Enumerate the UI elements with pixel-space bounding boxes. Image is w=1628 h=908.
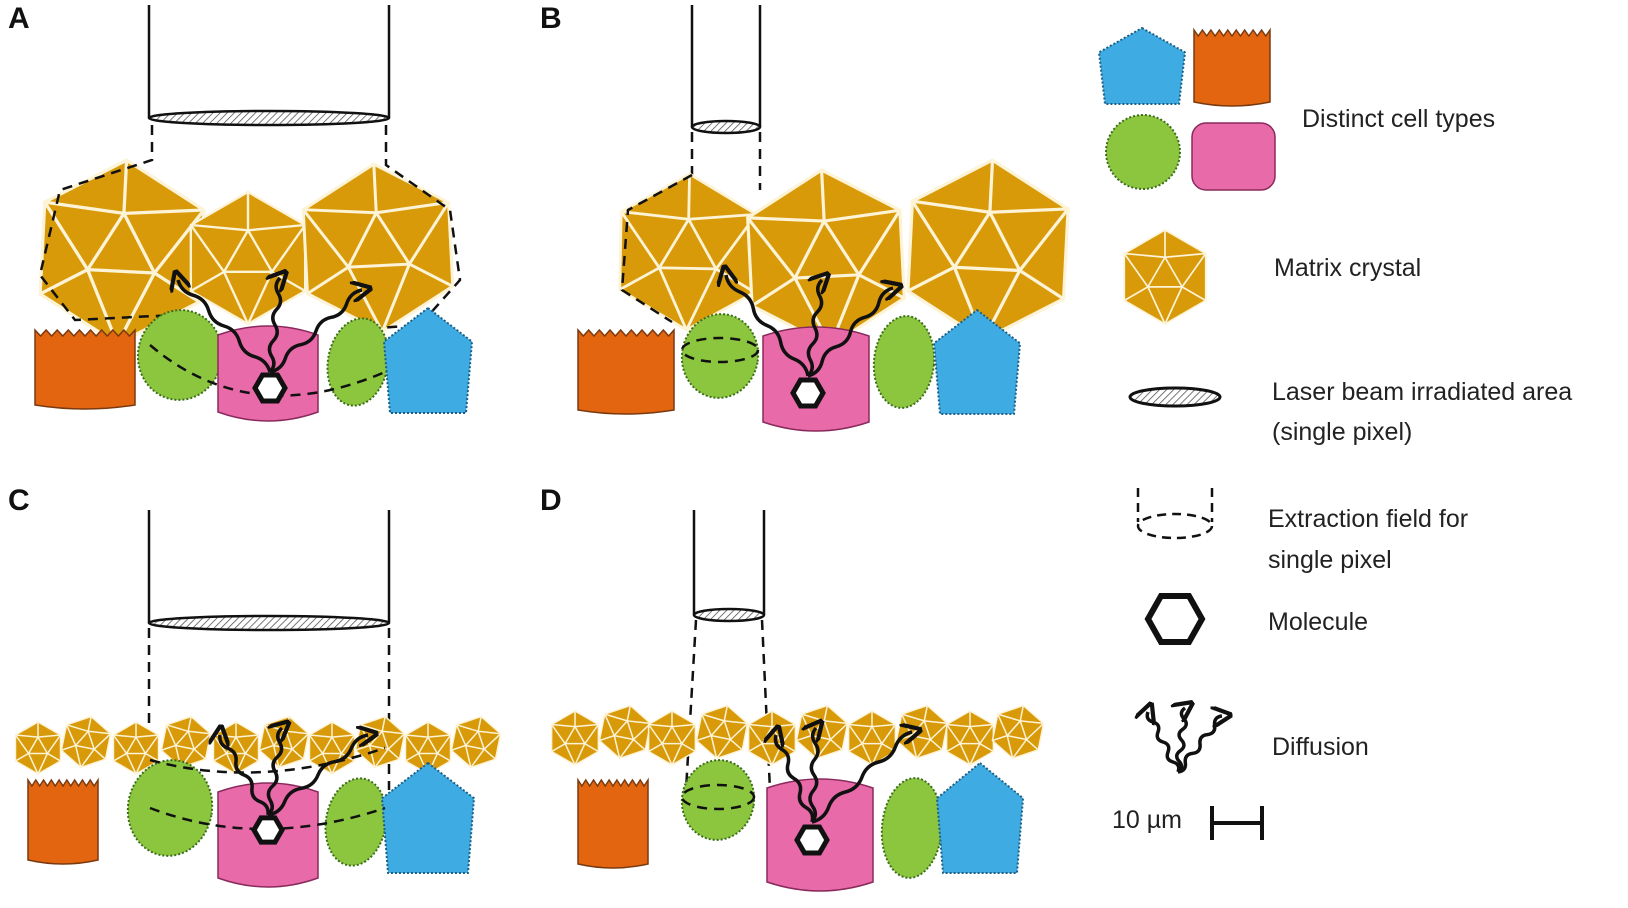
orange-cell	[577, 328, 675, 415]
blue-cell	[933, 309, 1021, 415]
matrix-crystal-icon	[308, 721, 356, 775]
molecule-icon	[1144, 593, 1206, 645]
diffusion-icon	[726, 275, 893, 378]
laser-probe	[147, 5, 391, 127]
scale-bar-icon	[1210, 806, 1264, 840]
diffusion-icon	[178, 278, 362, 374]
orange-cell	[1193, 27, 1271, 107]
molecule-icon	[252, 372, 288, 404]
legend-molecule-label: Molecule	[1268, 608, 1368, 636]
laser-area-icon	[1128, 386, 1222, 408]
matrix-crystal-icon	[746, 168, 906, 348]
matrix-crystal-icon	[1123, 229, 1207, 325]
legend-scale-label: 10 µm	[1112, 806, 1182, 834]
matrix-crystal-icon	[112, 721, 160, 775]
panel-letter-d: D	[540, 484, 562, 517]
matrix-crystal-icon	[550, 710, 600, 766]
molecule-icon	[251, 815, 285, 845]
matrix-crystal-icon	[695, 704, 749, 760]
blue-cell	[936, 762, 1024, 874]
matrix-crystal-icon	[189, 190, 307, 326]
matrix-crystal-icon	[60, 715, 112, 769]
blue-cell	[383, 307, 473, 414]
matrix-crystal-icon	[906, 158, 1070, 342]
green-cell	[680, 313, 760, 399]
laser-probe	[692, 510, 766, 623]
diffusion-icon	[1147, 708, 1222, 774]
matrix-crystal-icon	[450, 715, 502, 769]
green-cell	[324, 777, 388, 867]
panel-a	[34, 5, 473, 422]
pink-cell	[1191, 122, 1276, 191]
matrix-crystal-icon	[598, 704, 652, 760]
diffusion-icon	[220, 728, 368, 817]
diffusion-icon	[775, 728, 912, 824]
legend-laser-label-line1: Laser beam irradiated area	[1272, 378, 1572, 406]
green-cell	[126, 759, 214, 857]
matrix-crystal-icon	[895, 704, 949, 760]
panel-letter-b: B	[540, 2, 562, 35]
laser-probe	[147, 510, 391, 632]
legend-cell-types-icon	[1098, 27, 1276, 191]
blue-cell	[1098, 27, 1186, 105]
orange-cell	[577, 777, 649, 869]
blue-cell	[381, 762, 475, 874]
diffusion-icon	[1147, 708, 1222, 774]
laser-probe	[690, 5, 762, 135]
matrix-crystal-icon	[945, 710, 995, 766]
matrix-crystal-icon	[258, 715, 310, 769]
legend-cell-types-label: Distinct cell types	[1302, 105, 1495, 133]
green-cell	[1105, 114, 1181, 190]
matrix-crystal-icon	[795, 704, 849, 760]
panel-b	[577, 5, 1070, 432]
panel-letter-c: C	[8, 484, 30, 517]
matrix-crystal-icon	[14, 721, 62, 775]
matrix-crystal-icon	[1123, 229, 1207, 325]
matrix-crystal-icon	[618, 172, 758, 332]
green-cell	[880, 777, 944, 879]
legend-diffusion-label: Diffusion	[1272, 733, 1369, 761]
panel-letter-a: A	[8, 2, 30, 35]
panel-c	[14, 510, 502, 888]
matrix-crystal-icon	[301, 162, 455, 334]
matrix-crystal-icon	[354, 715, 406, 769]
matrix-crystal-icon	[404, 721, 452, 775]
legend-extraction-label-line1: Extraction field for	[1268, 505, 1468, 533]
extraction-field-icon	[1136, 488, 1214, 540]
green-cell	[680, 759, 756, 841]
matrix-crystal-icon	[160, 715, 212, 769]
molecule-icon	[790, 377, 826, 409]
molecule-icon	[794, 824, 830, 856]
orange-cell	[34, 328, 136, 410]
panel-d	[550, 510, 1045, 892]
legend-extraction-label-line2: single pixel	[1268, 546, 1392, 574]
green-cell	[872, 315, 936, 409]
legend-matrix-crystal-label: Matrix crystal	[1274, 254, 1421, 282]
orange-cell	[27, 777, 99, 865]
matrix-crystal-icon	[991, 704, 1045, 760]
legend-laser-label-line2: (single pixel)	[1272, 418, 1412, 446]
legend: Distinct cell types Matrix crystal Laser…	[1098, 27, 1572, 840]
matrix-crystal-icon	[647, 710, 697, 766]
